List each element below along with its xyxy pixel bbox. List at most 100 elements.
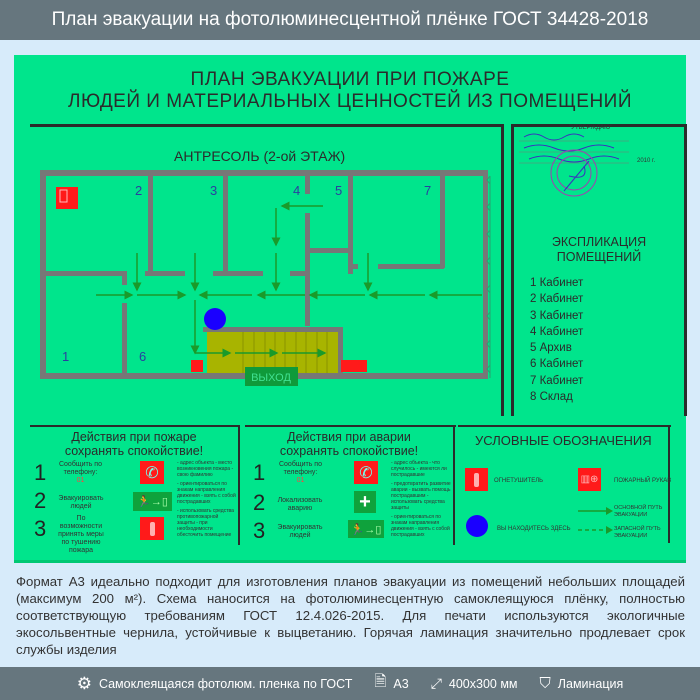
room-number: 5 xyxy=(335,183,342,198)
approval-signature-stamp xyxy=(519,133,629,197)
step-label: Сообщить по телефону: xyxy=(58,461,102,476)
divider xyxy=(668,425,670,543)
exit-label: ВЫХОД xyxy=(251,372,291,384)
step-text: Локализовать аварию xyxy=(277,497,323,512)
explication-item: 1 Кабинет xyxy=(530,277,584,289)
you-are-here-legend-icon xyxy=(466,515,488,537)
divider xyxy=(511,124,514,416)
explication-item: 6 Кабинет xyxy=(530,358,584,371)
divider xyxy=(245,425,456,427)
room-number: 7 xyxy=(424,183,431,198)
step-text: Эвакуировать людей xyxy=(277,524,323,539)
feature-label: Самоклеящаяся фотолюм. пленка по ГОСТ xyxy=(98,676,353,691)
explication-item: 8 Склад xyxy=(530,391,573,404)
explication-title: ЭКСПЛИКАЦИЯ ПОМЕЩЕНИЙ xyxy=(514,235,684,265)
room-number: 2 xyxy=(135,183,142,198)
evacuation-arrows xyxy=(96,201,482,358)
feature-bar: ⚙ Самоклеящаяся фотолюм. пленка по ГОСТ 🗎… xyxy=(0,667,700,700)
extinguisher-sign xyxy=(191,360,203,372)
explication-item: 4 Кабинет xyxy=(530,325,584,338)
divider xyxy=(501,124,504,416)
step-text: Эвакуировать людей xyxy=(58,495,104,510)
legend-hose-label: ПОЖАРНЫЙ РУКАВ xyxy=(614,478,672,484)
title-line: сохранять спокойствие! xyxy=(279,444,419,458)
explication-title-2: ПОМЕЩЕНИЙ xyxy=(556,250,642,264)
explication-item: 5 Архив xyxy=(530,342,572,355)
approval-label: "УТВЕРЖДАЮ" xyxy=(569,125,613,131)
product-description: Формат А3 идеально подходит для изготовл… xyxy=(16,574,685,657)
shield-check-icon: ⛉ xyxy=(539,675,551,692)
exit-sign-icon: 🏃→▯ xyxy=(133,492,172,511)
step-number: 3 xyxy=(253,518,266,543)
title-line: Действия при аварии xyxy=(287,430,411,444)
step-notes: - адрес объекта - место возникновения по… xyxy=(177,460,234,478)
you-are-here-marker xyxy=(204,308,226,330)
feature-label: Ламинация xyxy=(557,676,624,691)
fire-hose-legend-icon: ▥⊕ xyxy=(578,468,601,491)
room-number: 6 xyxy=(139,349,146,364)
step-number: 1 xyxy=(253,460,266,485)
title-line: Действия при пожаре xyxy=(71,430,197,444)
step-number: 2 xyxy=(253,490,266,515)
first-aid-sign-icon: + xyxy=(354,491,376,513)
phone-sign-icon: ✆ xyxy=(354,461,378,484)
explication-item: 7 Кабинет xyxy=(530,374,584,387)
approval-year: 2010 г. xyxy=(637,158,656,164)
step-number: 3 xyxy=(34,516,47,541)
feature-lamination: ⛉ Ламинация xyxy=(540,675,624,692)
title-line: сохранять спокойствие! xyxy=(64,444,204,458)
feature-material: ⚙ Самоклеящаяся фотолюм. пленка по ГОСТ xyxy=(77,674,353,694)
plan-title-line2: ЛЮДЕЙ И МАТЕРИАЛЬНЫХ ЦЕННОСТЕЙ ИЗ ПОМЕЩЕ… xyxy=(67,91,632,112)
step-text: По возможности принять меры по тушению п… xyxy=(58,515,104,554)
explication-list: 1 Кабинет 2 Кабинет 3 Кабинет 4 Кабинет … xyxy=(530,275,583,405)
document-icon: 🗎 xyxy=(374,673,387,690)
legend-you-are-here-label: ВЫ НАХОДИТЕСЬ ЗДЕСЬ xyxy=(497,526,571,532)
step-number: 1 xyxy=(34,460,47,485)
plan-title-line1: ПЛАН ЭВАКУАЦИИ ПРИ ПОЖАРЕ xyxy=(190,69,510,90)
feature-label: А3 xyxy=(393,676,409,691)
room-number: 4 xyxy=(293,183,300,198)
step-notes: - использовать средства противопожарной … xyxy=(177,508,234,538)
route-legend-arrows xyxy=(578,507,613,534)
divider xyxy=(238,425,240,545)
divider xyxy=(30,124,504,127)
room-number: 1 xyxy=(62,349,69,364)
step-text: Сообщить по телефону:01 xyxy=(58,461,103,485)
explication-title-1: ЭКСПЛИКАЦИЯ xyxy=(551,235,647,249)
step-notes: - адрес объекта - что случилось - имеютс… xyxy=(391,460,447,478)
step-notes: - ориентироваться по знакам направления … xyxy=(177,481,236,505)
exit-box xyxy=(245,367,298,386)
step-notes: - предотвратить развитие аварии - вызват… xyxy=(391,481,451,511)
divider xyxy=(684,124,687,416)
divider xyxy=(458,425,671,427)
explication-item: 3 Кабинет xyxy=(530,309,584,322)
feature-size: ⤢ 400x300 мм xyxy=(431,675,518,692)
legend-reserve-route-label: ЗАПАСНОЙ ПУТЬ ЭВАКУАЦИИ xyxy=(614,526,661,539)
expand-icon: ⤢ xyxy=(430,675,442,691)
step-text: Сообщить по телефону:01 xyxy=(278,461,323,485)
step-notes: - ориентироваться по знакам направления … xyxy=(391,514,450,538)
extinguisher-sign-icon xyxy=(140,517,164,540)
floor-plan: 1 2 3 4 5 6 7 ВЫХОД xyxy=(40,170,491,386)
legend-main-route-label: ОСНОВНОЙ ПУТЬ ЭВАКУАЦИИ xyxy=(614,505,663,518)
fire-step-notes: - адрес объекта - место возникновения по… xyxy=(177,460,237,538)
exit-sign-icon: 🏃→▯ xyxy=(348,520,384,538)
step-label: Сообщить по телефону: xyxy=(278,461,322,476)
accident-step-notes: - адрес объекта - что случилось - имеютс… xyxy=(391,460,451,538)
break-line xyxy=(486,175,491,378)
phone-sign-icon: ✆ xyxy=(140,461,164,484)
gear-icon: ⚙ xyxy=(76,673,92,693)
page-title: План эвакуации на фотолюминесцентной плё… xyxy=(0,0,700,40)
feature-label: 400x300 мм xyxy=(448,676,518,691)
hose-extinguisher-sign xyxy=(341,360,367,372)
step-number: 2 xyxy=(34,488,47,513)
divider xyxy=(453,425,455,545)
legend-title: УСЛОВНЫЕ ОБОЗНАЧЕНИЯ xyxy=(475,433,652,448)
divider xyxy=(30,425,240,427)
divider xyxy=(511,124,685,127)
phone-number: 01 xyxy=(296,477,305,484)
feature-format: 🗎 А3 xyxy=(374,671,408,696)
legend-extinguisher-label: ОГНЕТУШИТЕЛЬ xyxy=(494,478,544,484)
